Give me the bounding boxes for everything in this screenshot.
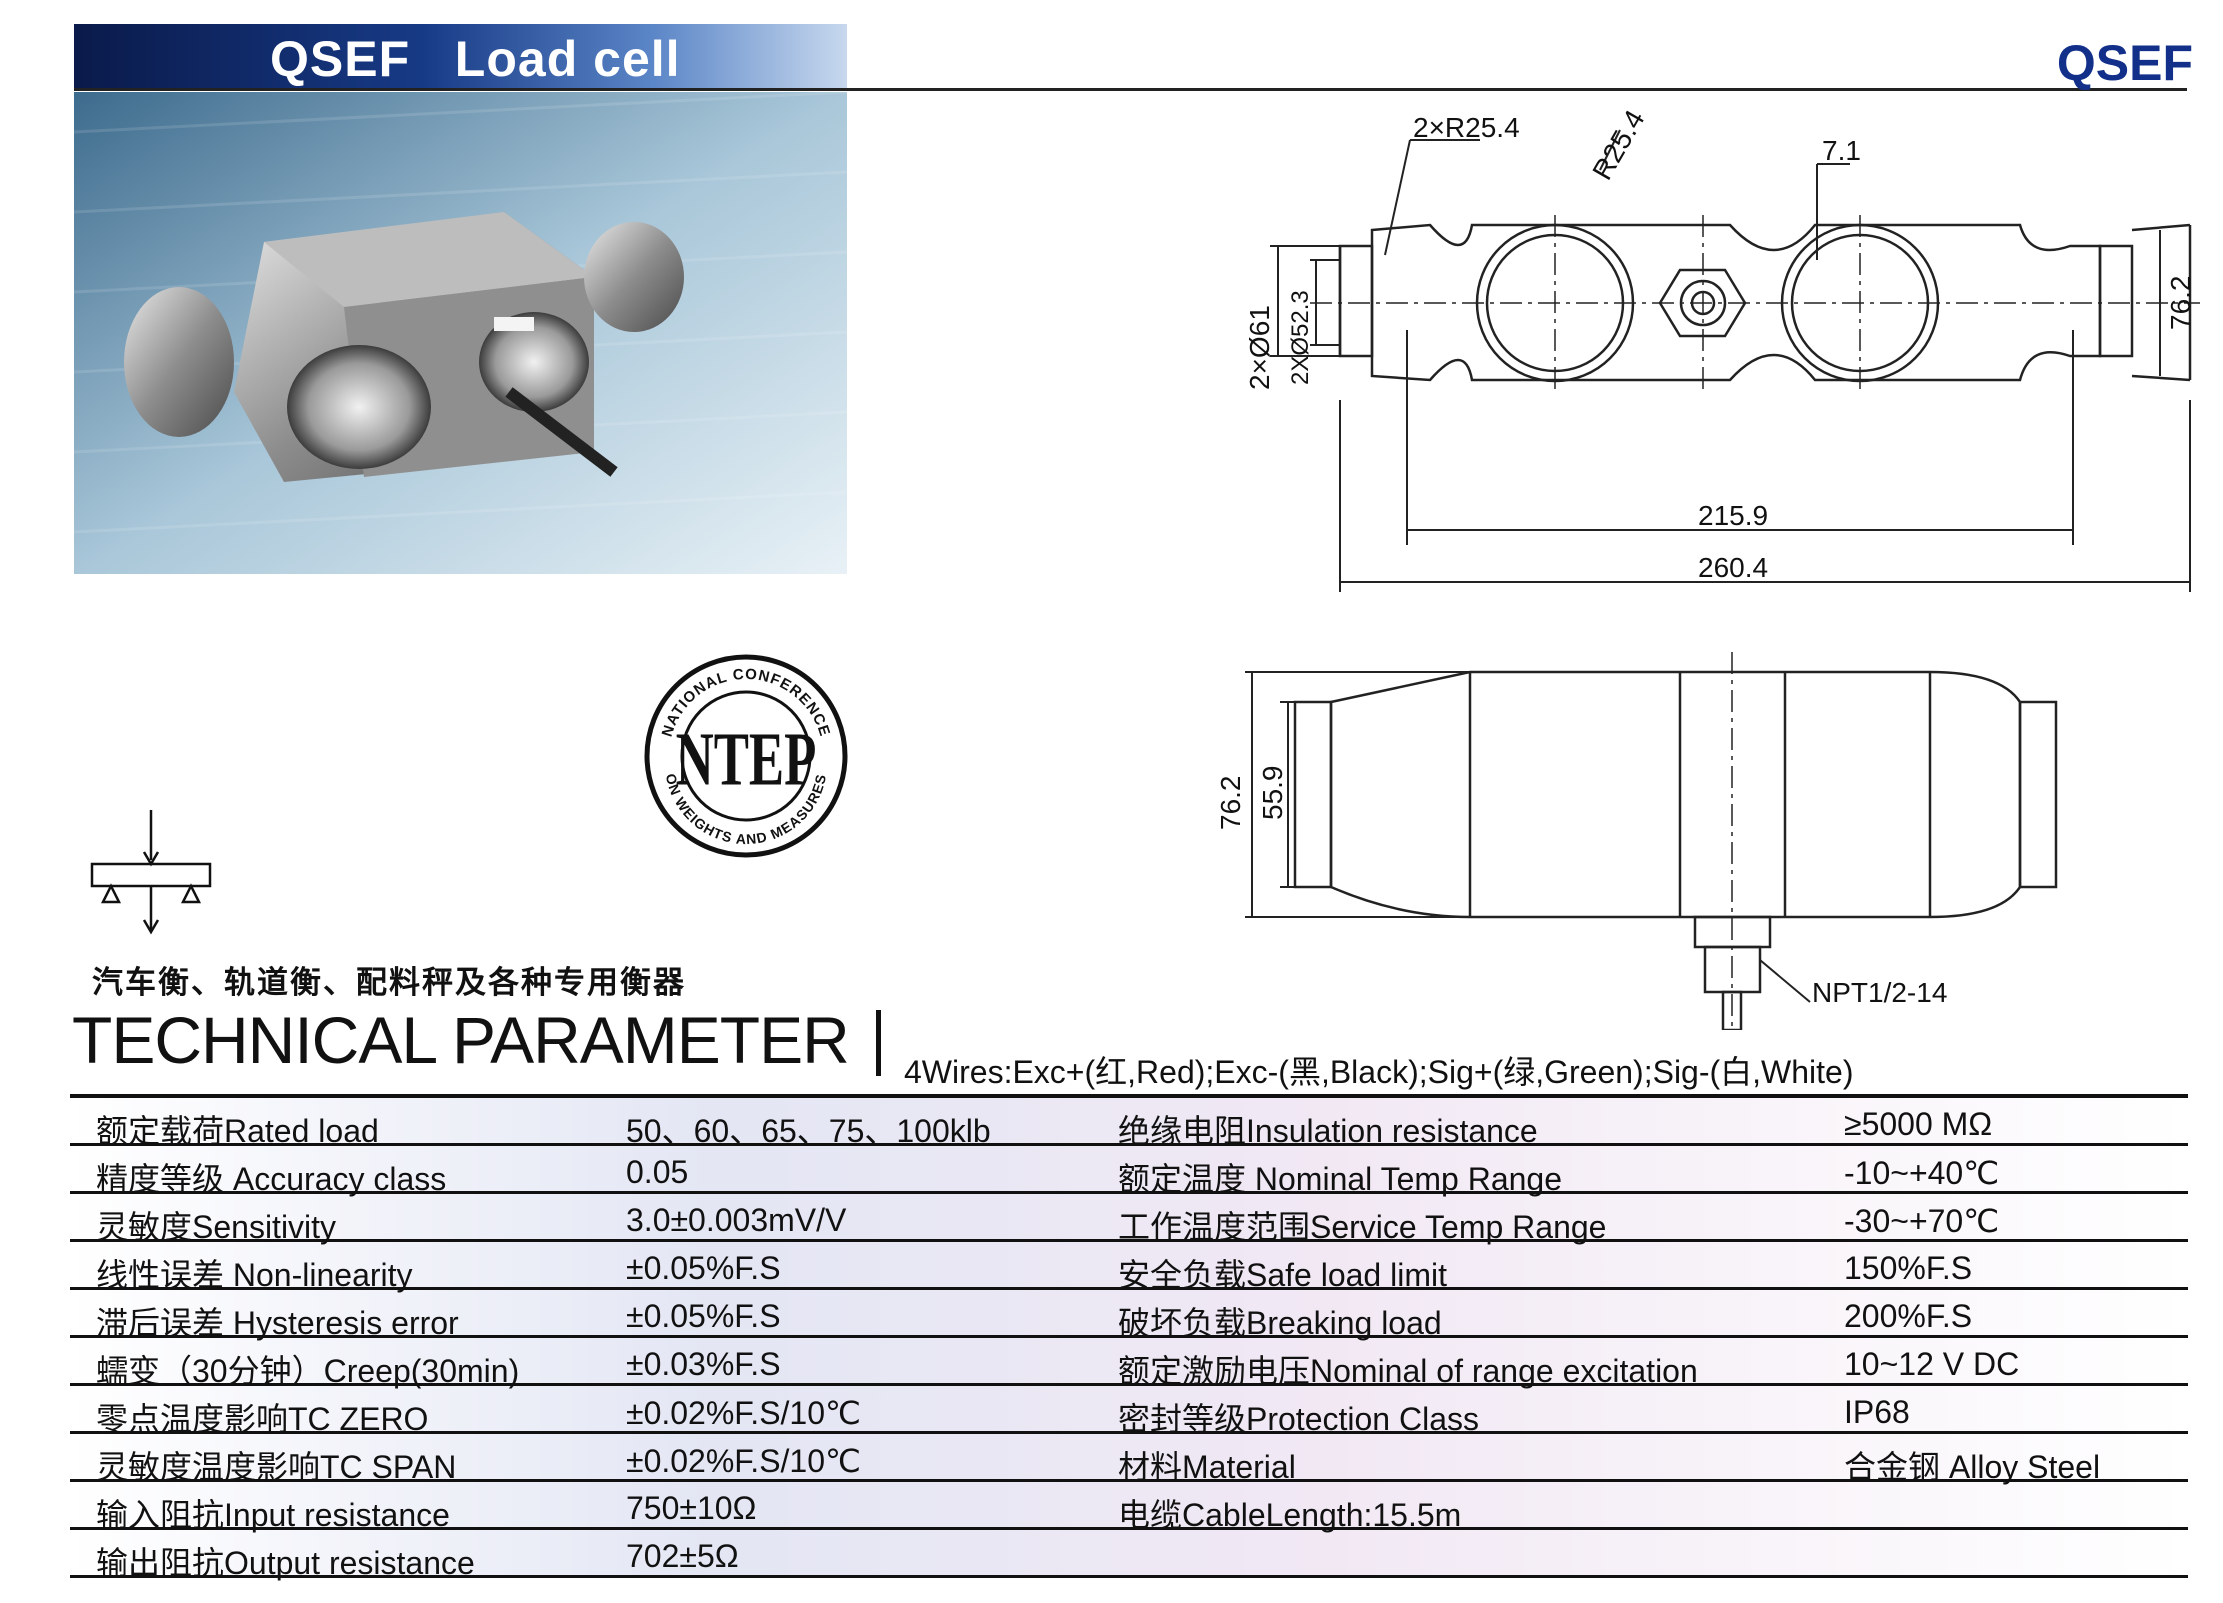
dim-hole-outer: 2×Ø61 [1244, 305, 1275, 390]
left-end-block [1338, 244, 1374, 358]
table-row: 精度等级 Accuracy class 0.05 额定温度 Nominal Te… [70, 1146, 2188, 1197]
table-row: 输出阻抗Output resistance 702±5Ω [70, 1530, 2188, 1581]
param-value: ±0.05%F.S [626, 1298, 781, 1334]
row-rule [70, 1383, 2188, 1386]
wiring-text: 4Wires:Exc+(红,Red);Exc-(黑,Black);Sig+(绿,… [904, 1054, 1854, 1090]
table-row: 蠕变（30分钟）Creep(30min) ±0.03%F.S 额定激励电压Nom… [70, 1338, 2188, 1389]
table-row: 额定载荷Rated load 50、60、65、75、100klb 绝缘电阻In… [70, 1098, 2188, 1149]
param-value: ±0.03%F.S [626, 1346, 781, 1382]
table-row: 输入阻抗Input resistance 750±10Ω 电缆CableLeng… [70, 1482, 2188, 1533]
title-band [74, 24, 847, 88]
table-row: 灵敏度温度影响TC SPAN ±0.02%F.S/10℃ 材料Material … [70, 1434, 2188, 1485]
heading-bar [876, 1010, 881, 1076]
ntep-badge: NATIONAL CONFERENCE ON WEIGHTS AND MEASU… [644, 654, 848, 858]
dim-hole-inner: 2XØ52.3 [1287, 290, 1314, 385]
param-value: ≥5000 MΩ [1844, 1106, 1993, 1142]
param-value: 0.05 [626, 1154, 689, 1190]
connector-thread-label: NPT1/2-14 [1812, 977, 1947, 1008]
side-view-drawing: 76.2 55.9 NPT1/2-14 [1215, 652, 2058, 1030]
dim-side-inner: 55.9 [1257, 766, 1288, 821]
right-end-block [2098, 244, 2134, 358]
dim-overall: 260.4 [1698, 552, 1768, 583]
header-rule [847, 88, 2187, 91]
row-rule [70, 1287, 2188, 1290]
dim-height: 76.2 [2165, 276, 2196, 331]
dim-pitch: 215.9 [1698, 500, 1768, 531]
technical-parameter-heading: TECHNICAL PARAMETER [72, 1003, 850, 1077]
product-photo [74, 92, 847, 574]
row-rule [70, 1143, 2188, 1146]
applications-text: 汽车衡、轨道衡、配料秤及各种专用衡器 [92, 965, 686, 1000]
page-title: QSEF Load cell [270, 31, 681, 87]
param-value: IP68 [1844, 1394, 1910, 1430]
param-value: ±0.05%F.S [626, 1250, 781, 1286]
brand-label: QSEF [2056, 35, 2193, 91]
param-value: 750±10Ω [626, 1490, 757, 1526]
table-row: 滞后误差 Hysteresis error ±0.05%F.S 破坏负载Brea… [70, 1290, 2188, 1341]
row-rule [70, 1239, 2188, 1242]
ntep-center-text: NTEP [676, 719, 817, 803]
dim-mid-radius: R25.4 [1586, 105, 1650, 185]
dim-end-radius: 2×R25.4 [1413, 112, 1520, 143]
dim-notch: 7.1 [1822, 135, 1861, 166]
row-rule [70, 1335, 2188, 1338]
table-row: 灵敏度Sensitivity 3.0±0.003mV/V 工作温度范围Servi… [70, 1194, 2188, 1245]
header-rule-left [74, 88, 847, 91]
param-value: 200%F.S [1844, 1298, 1973, 1334]
param-value: 10~12 V DC [1844, 1346, 2020, 1382]
param-value: ±0.02%F.S/10℃ [626, 1395, 861, 1431]
param-value: 3.0±0.003mV/V [626, 1202, 847, 1238]
dim-side-height: 76.2 [1215, 776, 1246, 831]
row-rule [70, 1527, 2188, 1530]
row-rule [70, 1575, 2188, 1578]
param-value: 702±5Ω [626, 1538, 739, 1574]
param-value: 150%F.S [1844, 1250, 1973, 1286]
row-rule [70, 1479, 2188, 1482]
row-rule [70, 1431, 2188, 1434]
table-row: 零点温度影响TC ZERO ±0.02%F.S/10℃ 密封等级Protecti… [70, 1386, 2188, 1437]
table-row: 线性误差 Non-linearity ±0.05%F.S 安全负载Safe lo… [70, 1242, 2188, 1293]
row-rule [70, 1191, 2188, 1194]
top-view-drawing: 2×R25.4 R25.4 7.1 2×Ø61 2XØ52.3 76.2 215… [1244, 105, 2200, 592]
table-top-rule [70, 1094, 2188, 1098]
param-value: ±0.02%F.S/10℃ [626, 1443, 861, 1479]
param-value: -10~+40℃ [1844, 1155, 2000, 1191]
param-value: -30~+70℃ [1844, 1203, 2000, 1239]
load-direction-icon [90, 810, 212, 935]
